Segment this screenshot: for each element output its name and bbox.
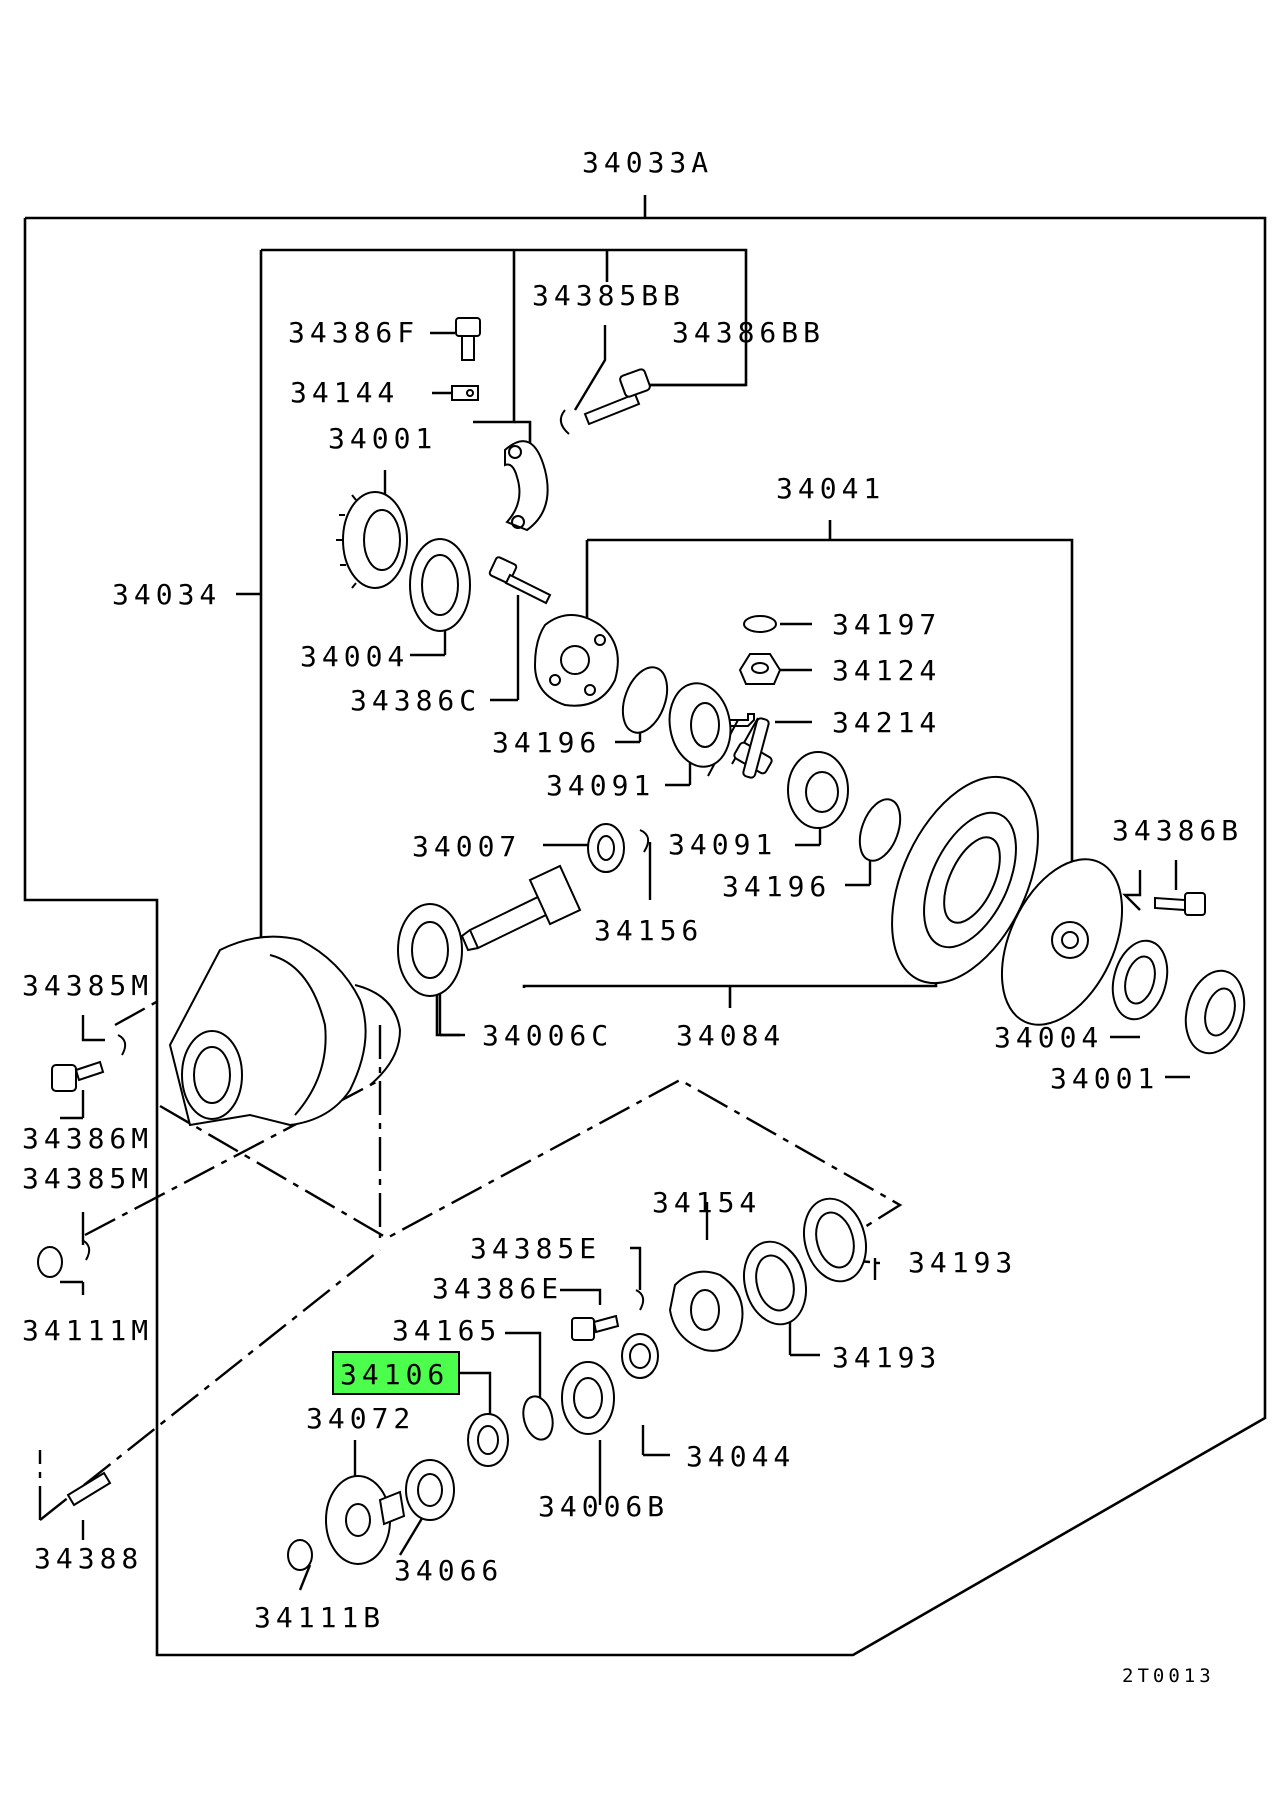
label-34386m[interactable]: 34386M — [22, 1122, 153, 1155]
bolt-34386b-icon — [1154, 892, 1206, 916]
dashdot-outline — [38, 998, 903, 1521]
label-34196-top[interactable]: 34196 — [492, 726, 601, 759]
label-34007[interactable]: 34007 — [412, 830, 521, 863]
washer-34385m-top-icon — [117, 1034, 127, 1056]
label-34106[interactable]: 34106 — [340, 1358, 449, 1391]
stud-34388-icon — [66, 1471, 112, 1507]
label-34044[interactable]: 34044 — [686, 1440, 795, 1473]
bearing-34004-top-icon — [409, 538, 471, 632]
label-34386b[interactable]: 34386B — [1112, 814, 1243, 847]
drive-pinion-icon — [460, 864, 582, 952]
label-34385m-bot[interactable]: 34385M — [22, 1162, 153, 1195]
label-34001-top[interactable]: 34001 — [328, 422, 437, 455]
label-34385m-top[interactable]: 34385M — [22, 969, 153, 1002]
label-34214[interactable]: 34214 — [832, 706, 941, 739]
label-34066[interactable]: 34066 — [394, 1554, 503, 1587]
highlight-34106 — [332, 1351, 460, 1395]
label-34156[interactable]: 34156 — [594, 914, 703, 947]
washer-34385e-icon — [635, 1289, 645, 1311]
label-34041[interactable]: 34041 — [776, 472, 885, 505]
bolt-34386f-icon — [455, 317, 481, 361]
bolt-34386c-icon — [488, 556, 552, 605]
companion-flange-34072-icon — [325, 1475, 406, 1565]
part-labels: 34033A 34385BB 34386F 34386BB 34144 3400… — [22, 146, 1243, 1687]
label-34084[interactable]: 34084 — [676, 1019, 785, 1052]
bolt-34386m-icon — [51, 1060, 105, 1092]
washer-34385m-bot-icon — [81, 1239, 91, 1261]
bearing-34006b-icon — [561, 1361, 615, 1435]
lock-plate-34144-icon — [451, 385, 479, 401]
bearing-cap-icon — [504, 440, 549, 532]
label-34111b[interactable]: 34111B — [254, 1601, 385, 1634]
label-34111m[interactable]: 34111M — [22, 1314, 153, 1347]
snap-ring-34156-icon — [639, 829, 650, 853]
collar-34044-icon — [621, 1333, 659, 1379]
label-34388[interactable]: 34388 — [34, 1542, 143, 1575]
side-gear-34091-top-icon — [668, 682, 732, 768]
label-34006b[interactable]: 34006B — [538, 1490, 669, 1523]
pinion-retainer-34154-icon — [668, 1270, 744, 1352]
label-34091-top[interactable]: 34091 — [546, 769, 655, 802]
oil-seal-34066-icon — [405, 1459, 455, 1521]
washer-34385bb-icon — [559, 409, 570, 435]
washer-34197-icon — [743, 615, 777, 633]
bolt-34386e-icon — [571, 1314, 620, 1341]
label-34165[interactable]: 34165 — [392, 1314, 501, 1347]
label-34034[interactable]: 34034 — [112, 578, 221, 611]
adjuster-34001-right-icon — [1184, 969, 1246, 1055]
nut-34111m-icon — [37, 1246, 63, 1278]
reference-code: 2T0013 — [1122, 1665, 1215, 1687]
pinion-gear-34124-icon — [738, 653, 782, 685]
label-34144[interactable]: 34144 — [290, 376, 399, 409]
ring-gear-34084-icon — [891, 775, 1039, 985]
label-34197[interactable]: 34197 — [832, 608, 941, 641]
label-34124[interactable]: 34124 — [832, 654, 941, 687]
differential-case-icon — [533, 614, 619, 707]
label-34072[interactable]: 34072 — [306, 1402, 415, 1435]
label-34154[interactable]: 34154 — [652, 1186, 761, 1219]
label-34386f[interactable]: 34386F — [288, 316, 419, 349]
cross-shaft-34214-icon — [707, 713, 773, 779]
gasket-34193-top-icon — [803, 1197, 867, 1283]
label-34004-top[interactable]: 34004 — [300, 640, 409, 673]
nut-34111b-icon — [287, 1539, 313, 1571]
label-34193-top[interactable]: 34193 — [908, 1246, 1017, 1279]
label-34004-right[interactable]: 34004 — [994, 1021, 1103, 1054]
label-34193-bot[interactable]: 34193 — [832, 1341, 941, 1374]
part-drawings — [37, 317, 1246, 1571]
adjuster-34001-top-icon — [336, 491, 408, 589]
gasket-34193-bot-icon — [743, 1240, 807, 1326]
label-34001-right[interactable]: 34001 — [1050, 1062, 1159, 1095]
label-34386e[interactable]: 34386E — [432, 1272, 563, 1305]
label-34385e[interactable]: 34385E — [470, 1232, 601, 1265]
bearing-34004-right-icon — [1111, 939, 1169, 1021]
bearing-34007-icon — [587, 823, 625, 873]
thrust-washer-34196-top-icon — [621, 666, 669, 734]
label-34006c[interactable]: 34006C — [482, 1019, 613, 1052]
bolt-34386bb-icon — [583, 368, 651, 426]
label-34196-mid[interactable]: 34196 — [722, 870, 831, 903]
washer-34165-icon — [522, 1395, 554, 1441]
label-34091-mid[interactable]: 34091 — [668, 828, 777, 861]
label-34386bb[interactable]: 34386BB — [672, 316, 825, 349]
spacer-34106-icon — [467, 1413, 509, 1467]
thrust-washer-34196-mid-icon — [858, 798, 902, 862]
label-34385bb[interactable]: 34385BB — [532, 279, 685, 312]
side-gear-34091-mid-icon — [787, 751, 849, 829]
bearing-34006c-icon — [397, 903, 463, 997]
label-34033a[interactable]: 34033A — [582, 146, 713, 179]
carrier-housing-icon — [168, 935, 402, 1127]
label-34386c[interactable]: 34386C — [350, 684, 481, 717]
differential-housing-icon — [1000, 858, 1124, 1026]
